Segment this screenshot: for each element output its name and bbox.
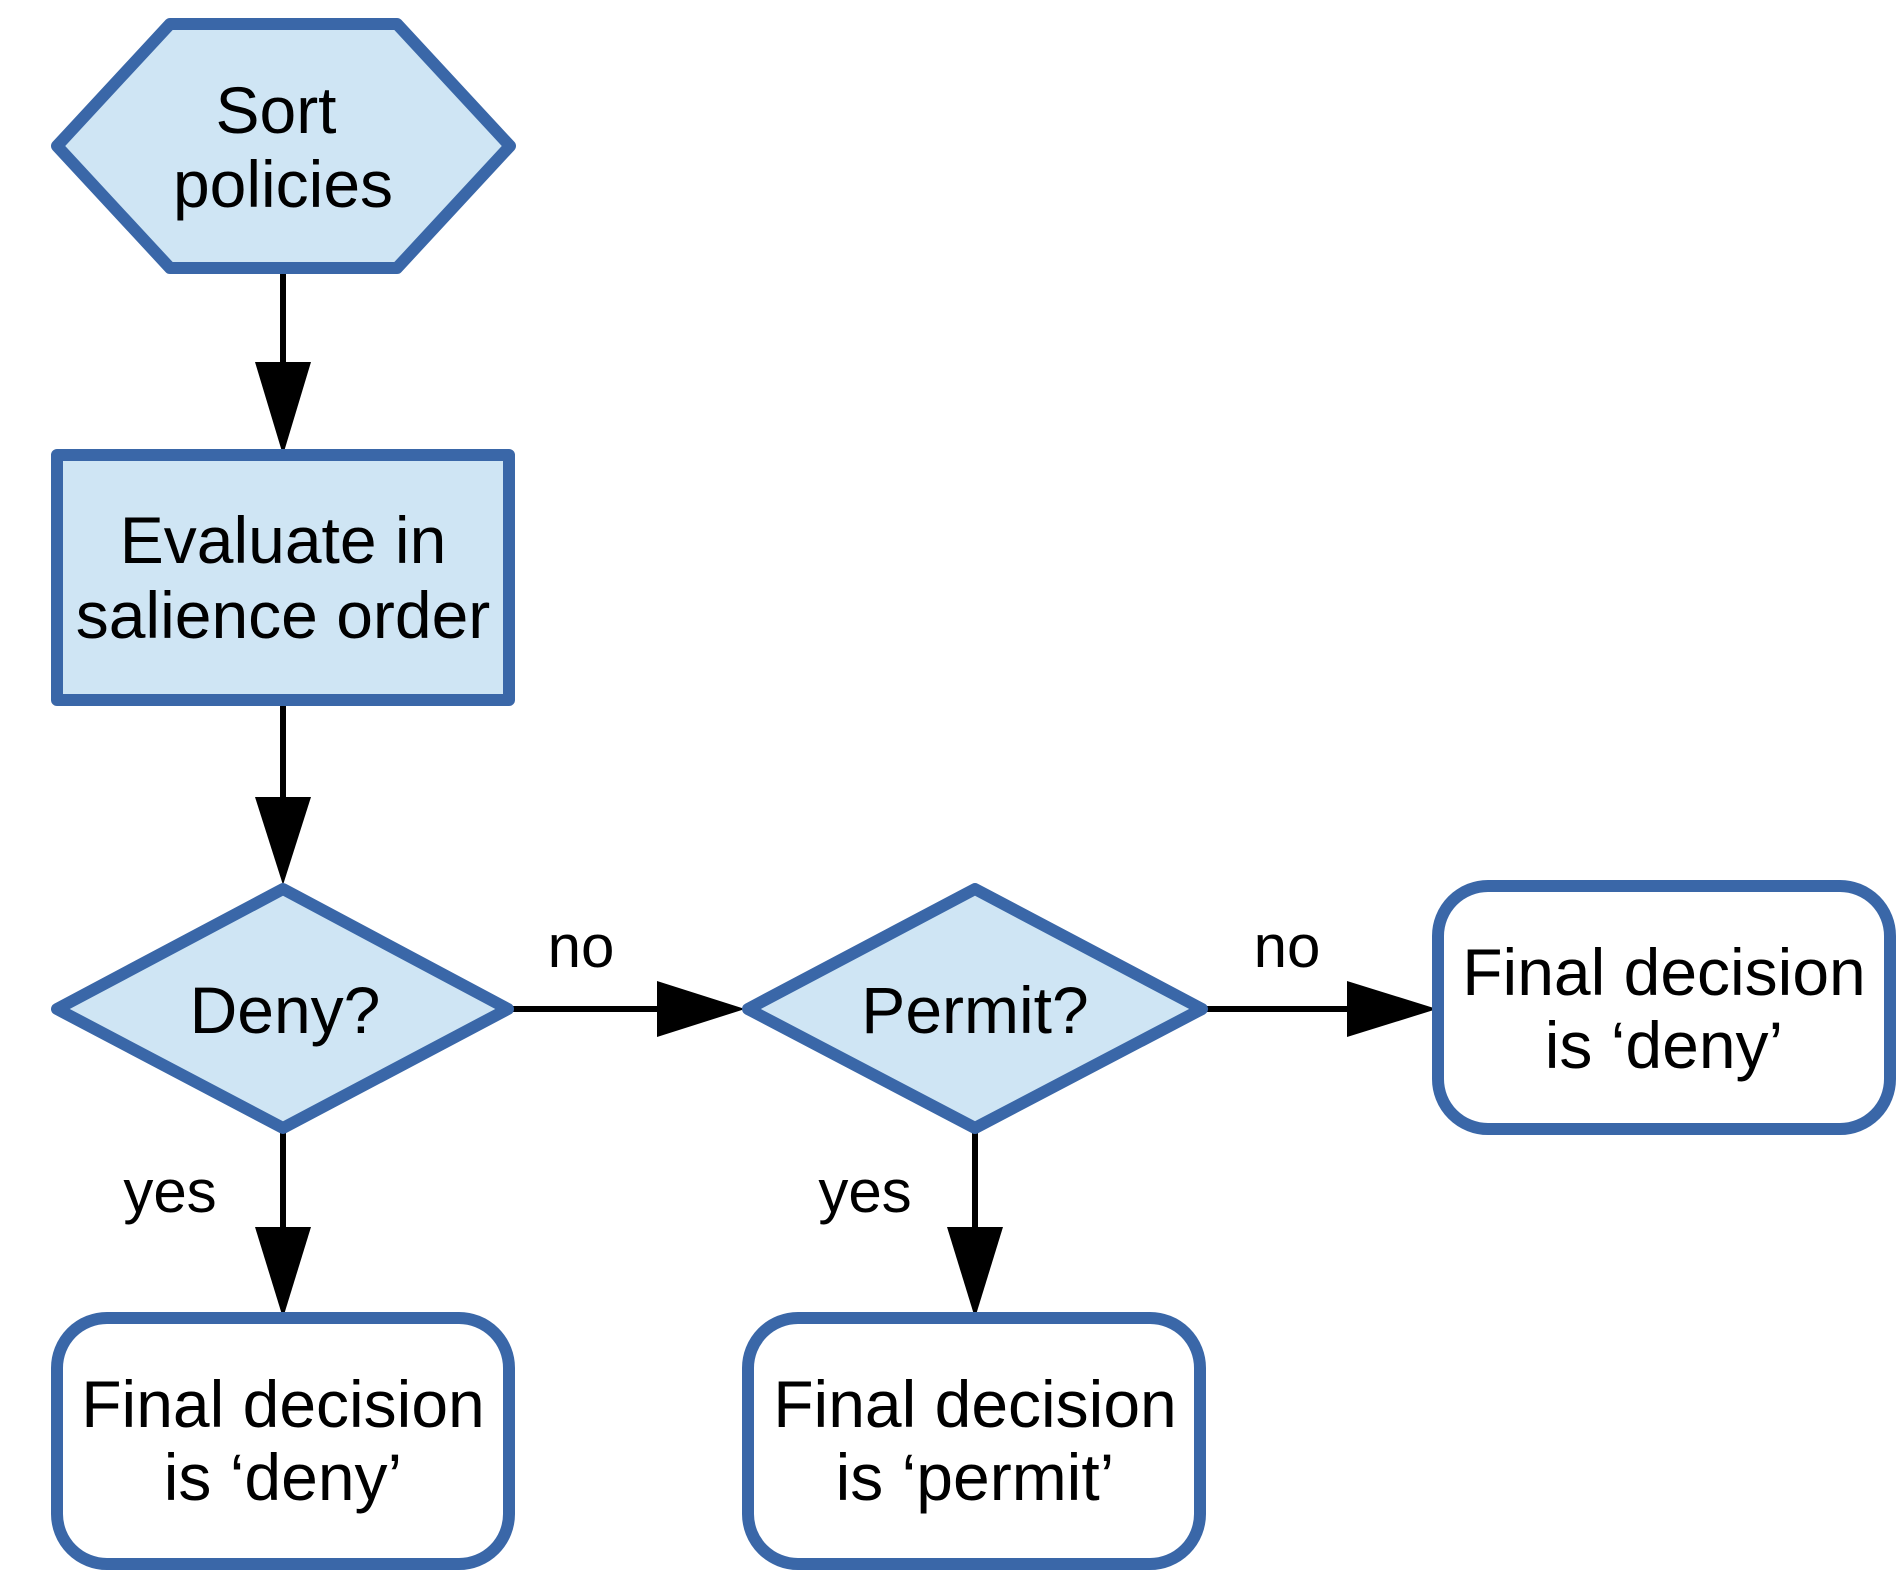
node-deny-check: Deny? [51, 883, 514, 1134]
node-label-line: salience order [76, 578, 491, 652]
arrow-head [255, 1227, 311, 1318]
rounded-rectangle-shape [51, 1312, 515, 1570]
node-label-line: Deny? [190, 973, 381, 1047]
node-label-line: Evaluate in [120, 503, 447, 577]
node-label-line: Final decision [81, 1367, 485, 1441]
edge-label-no: no [548, 913, 615, 980]
edge-sort-to-evaluate [255, 265, 311, 455]
node-permit-check: Permit? [742, 883, 1208, 1134]
node-final-deny-bottom: Final decision is ‘deny’ [51, 1312, 515, 1570]
node-final-deny-right: Final decision is ‘deny’ [1432, 880, 1896, 1135]
edge-label-no: no [1254, 913, 1321, 980]
node-label-line: Final decision [773, 1367, 1177, 1441]
edge-deny-no: no [508, 913, 745, 1037]
edge-deny-yes: yes [123, 1128, 311, 1318]
node-label-line: is ‘permit’ [836, 1440, 1115, 1514]
arrow-head [255, 797, 311, 885]
node-final-permit: Final decision is ‘permit’ [742, 1312, 1206, 1570]
rounded-rectangle-shape [1432, 880, 1896, 1135]
diamond-shape [51, 883, 514, 1134]
rectangle-shape [51, 449, 515, 706]
node-label-line: is ‘deny’ [164, 1440, 402, 1514]
node-label-line: is ‘deny’ [1545, 1008, 1783, 1082]
node-label-line: Sort [215, 73, 336, 147]
hexagon-shape [51, 18, 516, 274]
arrow-head [1347, 981, 1437, 1037]
node-label-line: Final decision [1462, 935, 1866, 1009]
arrow-head [255, 362, 311, 455]
node-label-line: policies [173, 147, 393, 221]
edge-label-yes: yes [818, 1158, 911, 1225]
edge-evaluate-to-deny [255, 700, 311, 885]
node-label-line: Permit? [861, 973, 1088, 1047]
diamond-shape [742, 883, 1208, 1134]
edge-label-yes: yes [123, 1158, 216, 1225]
edge-permit-yes: yes [818, 1128, 1003, 1318]
node-sort-policies: Sort policies [51, 18, 516, 274]
arrow-head [947, 1227, 1003, 1318]
rounded-rectangle-shape [742, 1312, 1206, 1570]
arrow-head [657, 981, 745, 1037]
node-evaluate: Evaluate in salience order [51, 449, 515, 706]
edge-permit-no: no [1202, 913, 1437, 1037]
